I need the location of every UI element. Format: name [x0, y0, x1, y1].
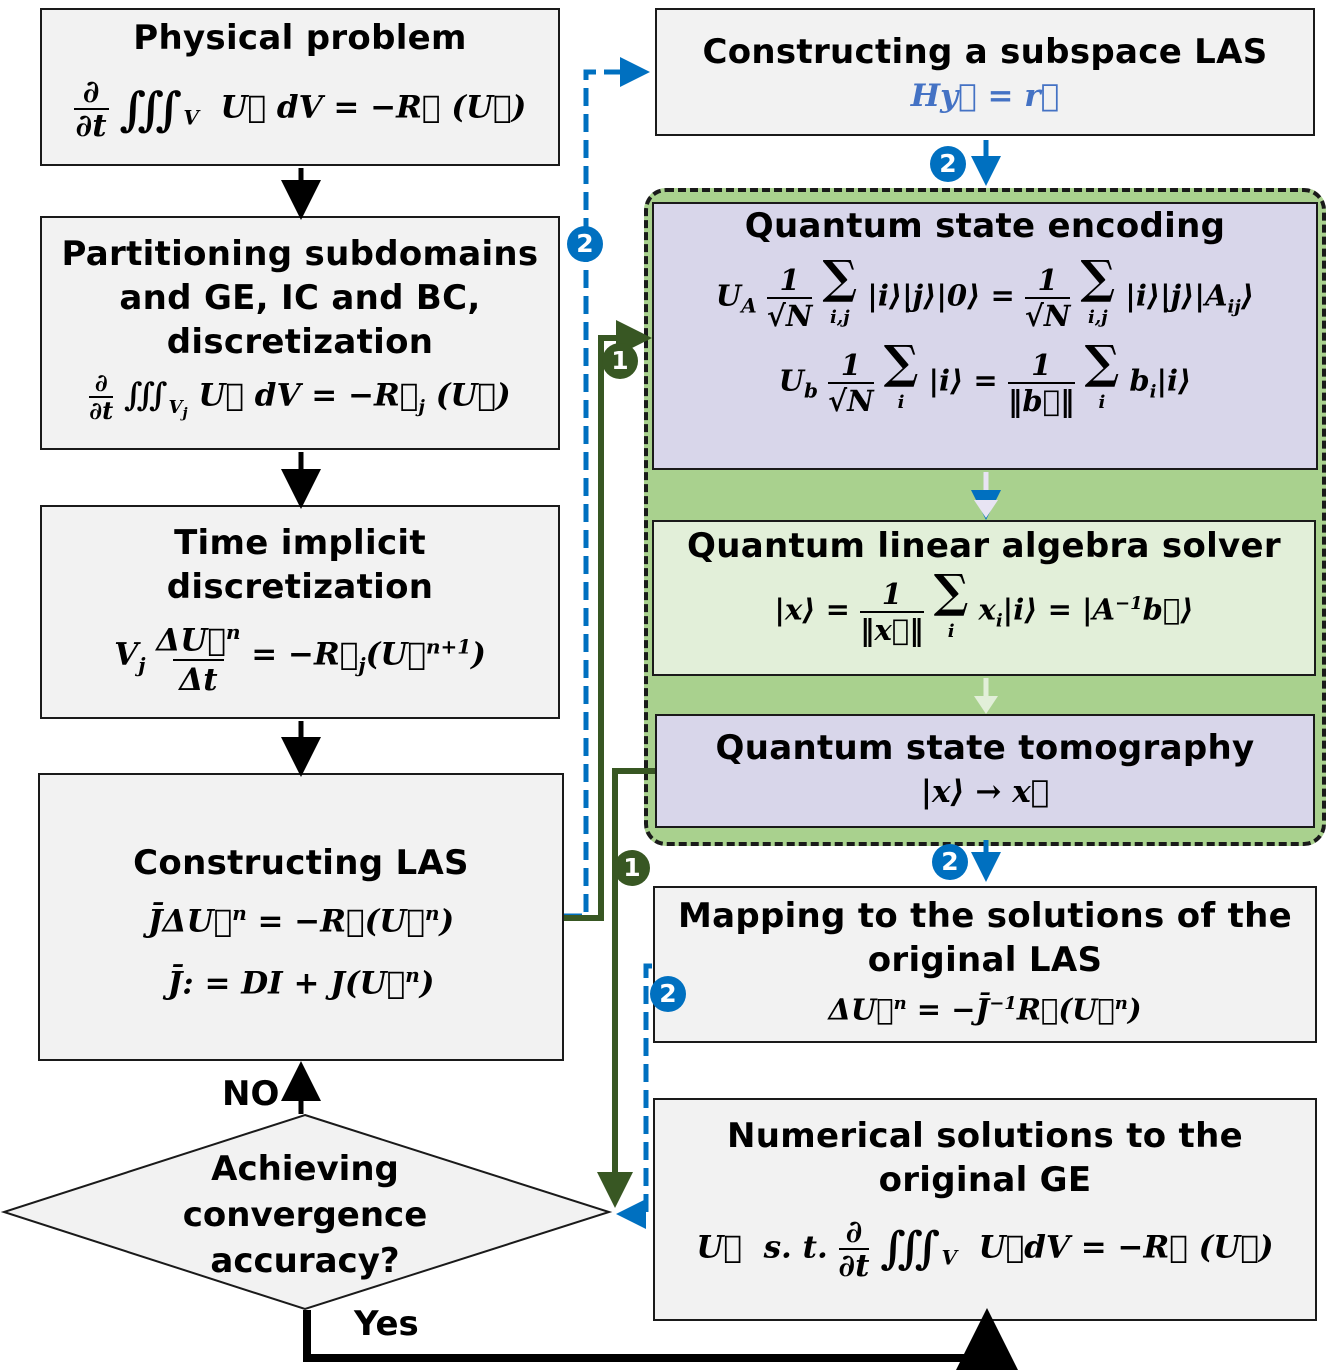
partition-title-3: discretization — [166, 322, 434, 362]
mapping-box: Mapping to the solutions of the original… — [653, 886, 1317, 1043]
arrow-head-encoding-to-solver — [974, 500, 998, 518]
badge-2-mapping: 2 — [650, 976, 686, 1012]
numerical-box: Numerical solutions to the original GE U… — [653, 1098, 1317, 1321]
partition-box: Partitioning subdomains and GE, IC and B… — [40, 216, 560, 450]
green-path-las-to-encoding — [564, 320, 652, 921]
badge-2-bottom: 2 — [932, 844, 968, 880]
partition-title-2: and GE, IC and BC, — [119, 278, 481, 318]
blue-path-mapping-to-decision — [616, 963, 652, 1229]
numerical-title-2: original GE — [878, 1160, 1092, 1200]
badge-2-vertical: 2 — [567, 226, 603, 262]
tomography-box: Quantum state tomography |x⟩ → x⃗ — [655, 714, 1315, 828]
solver-equation: |x⟩ = 1‖x⃗‖ ∑i xi|i⟩ = |A−1b⃗⟩ — [774, 564, 1194, 647]
decision-line-1: Achieving — [211, 1149, 399, 1189]
green-path-tomography-to-decision — [597, 768, 655, 1208]
subspace-las-title: Constructing a subspace LAS — [702, 32, 1268, 72]
encoding-equation-1: UA 1√N ∑i,j |i⟩|j⟩|0⟩ = 1√N ∑i,j |i⟩|j⟩|… — [715, 250, 1255, 333]
solver-title: Quantum linear algebra solver — [687, 526, 1281, 566]
constructing-las-box: Constructing LAS J̄ΔU⃗n = −R⃗(U⃗n) J̄: =… — [38, 773, 564, 1061]
partition-title-1: Partitioning subdomains — [61, 234, 539, 274]
constructing-las-title: Constructing LAS — [133, 843, 469, 883]
badge-1-top: 1 — [602, 343, 638, 379]
physical-problem-box: Physical problem ∂∂t ∭V U⃗ dV = −R⃗ (U⃗) — [40, 8, 560, 166]
yes-label: Yes — [354, 1304, 419, 1344]
subspace-las-equation: Hy⃗ = r⃗ — [910, 78, 1060, 114]
arrow-decision-yes — [303, 1308, 1019, 1370]
encoding-box: Quantum state encoding UA 1√N ∑i,j |i⟩|j… — [652, 202, 1318, 470]
mapping-equation: ΔU⃗n = −J̄−1R⃗(U⃗n) — [828, 992, 1142, 1027]
tomography-equation: |x⟩ → x⃗ — [920, 774, 1050, 810]
encoding-equation-2: Ub 1√N ∑i |i⟩ = 1‖b⃗‖ ∑i bi|i⟩ — [778, 335, 1192, 418]
decision-diamond — [0, 1113, 613, 1311]
numerical-title-1: Numerical solutions to the — [727, 1116, 1243, 1156]
mapping-title-2: original LAS — [867, 940, 1103, 980]
decision-line-2: convergence — [182, 1195, 428, 1235]
numerical-equation: U⃗ s. t. ∂∂t ∭V U⃗dV = −R⃗ (U⃗) — [696, 1214, 1274, 1284]
badge-2-top: 2 — [930, 146, 966, 182]
decision-line-3: accuracy? — [210, 1241, 400, 1281]
physical-problem-equation: ∂∂t ∭V U⃗ dV = −R⃗ (U⃗) — [73, 74, 527, 144]
encoding-title: Quantum state encoding — [744, 206, 1226, 246]
implicit-title-2: discretization — [166, 567, 434, 607]
tomography-title: Quantum state tomography — [715, 728, 1255, 768]
las-equation-2: J̄: = DI + J(U⃗n) — [167, 963, 435, 1002]
partition-equation: ∂∂t ∭Vj U⃗ dV = −R⃗j (U⃗) — [89, 368, 511, 425]
solver-box: Quantum linear algebra solver |x⟩ = 1‖x⃗… — [652, 520, 1316, 676]
badge-1-bottom: 1 — [614, 850, 650, 886]
physical-problem-title: Physical problem — [133, 18, 467, 58]
las-equation-1: J̄ΔU⃗n = −R⃗(U⃗n) — [147, 901, 455, 940]
no-label: NO — [222, 1074, 280, 1114]
implicit-title-1: Time implicit — [174, 523, 426, 563]
decision-text: Achieving convergence accuracy? — [100, 1146, 510, 1284]
subspace-las-box: Constructing a subspace LAS Hy⃗ = r⃗ — [655, 8, 1315, 136]
arrow-head-solver-to-tomography — [974, 696, 998, 714]
mapping-title-1: Mapping to the solutions of the — [677, 896, 1293, 936]
